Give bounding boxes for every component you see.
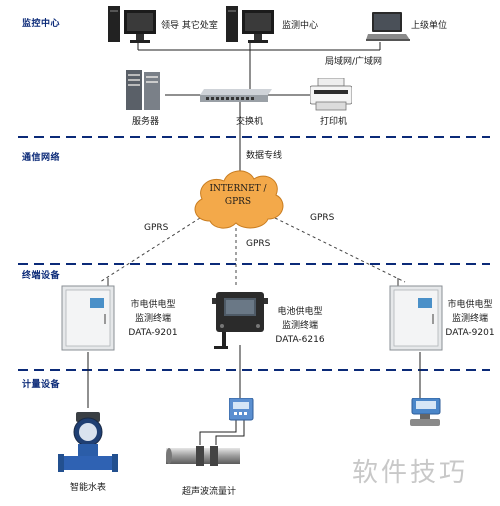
terminal-3-text: 市电供电型 监测终端 DATA-9201 (442, 298, 498, 340)
terminal-3-name: 监测终端 (451, 314, 488, 324)
terminal-2-type: 电池供电型 (277, 307, 323, 317)
desktop-pc-icon (226, 6, 276, 50)
gprs-label-right: GPRS (310, 213, 335, 223)
cabinet-terminal-icon (60, 278, 118, 358)
pc-leaders-label: 领导 其它处室 (161, 21, 218, 31)
terminal-2-model: DATA-6216 (275, 335, 325, 345)
water-meter-icon (58, 408, 118, 484)
pipe-icon (166, 444, 240, 472)
cabinet-terminal-icon (388, 278, 446, 358)
dedicated-line-label: 数据专线 (246, 151, 283, 161)
cloud-label-line1: INTERNET / (209, 184, 267, 194)
desktop-pc-icon (108, 6, 158, 50)
water-meter-label: 智能水表 (70, 483, 107, 493)
terminal-2-name: 监测终端 (281, 321, 318, 331)
flowmeter-transmitter-icon (228, 397, 255, 426)
section-metering-devices: 计量设备 (22, 380, 61, 390)
server-label: 服务器 (132, 117, 160, 127)
terminal-1-text: 市电供电型 监测终端 DATA-9201 (118, 298, 188, 340)
internet-cloud-icon (188, 165, 288, 235)
gprs-link-left (99, 217, 201, 283)
watermark: 软件技巧 (352, 458, 469, 488)
gprs-label-left: GPRS (144, 223, 169, 233)
flow-meter-icon (406, 397, 442, 432)
ultrasonic-label: 超声波流量计 (182, 487, 237, 497)
gprs-label-mid: GPRS (246, 239, 271, 249)
terminal-3-type: 市电供电型 (447, 300, 493, 310)
section-comm-network: 通信网络 (22, 153, 61, 163)
gprs-link-right (274, 217, 406, 283)
cloud-label-line2: GPRS (224, 197, 252, 207)
terminal-3-model: DATA-9201 (445, 328, 495, 338)
printer-label: 打印机 (320, 117, 348, 127)
lan-wan-label: 局域网/广域网 (325, 57, 383, 67)
terminal-1-name: 监测终端 (134, 314, 171, 324)
section-monitor-center: 监控中心 (22, 19, 61, 29)
laptop-superior-label: 上级单位 (411, 21, 448, 31)
terminal-1-type: 市电供电型 (130, 300, 176, 310)
pc-monitor-label: 监测中心 (282, 21, 319, 31)
battery-terminal-icon (212, 288, 268, 354)
terminal-1-model: DATA-9201 (128, 328, 178, 338)
terminal-2-text: 电池供电型 监测终端 DATA-6216 (268, 305, 332, 347)
server-icon (126, 70, 164, 116)
printer-icon (309, 77, 353, 116)
laptop-icon (366, 12, 410, 46)
switch-icon (200, 88, 272, 107)
section-terminal-devices: 终端设备 (22, 271, 61, 281)
switch-label: 交换机 (236, 117, 264, 127)
